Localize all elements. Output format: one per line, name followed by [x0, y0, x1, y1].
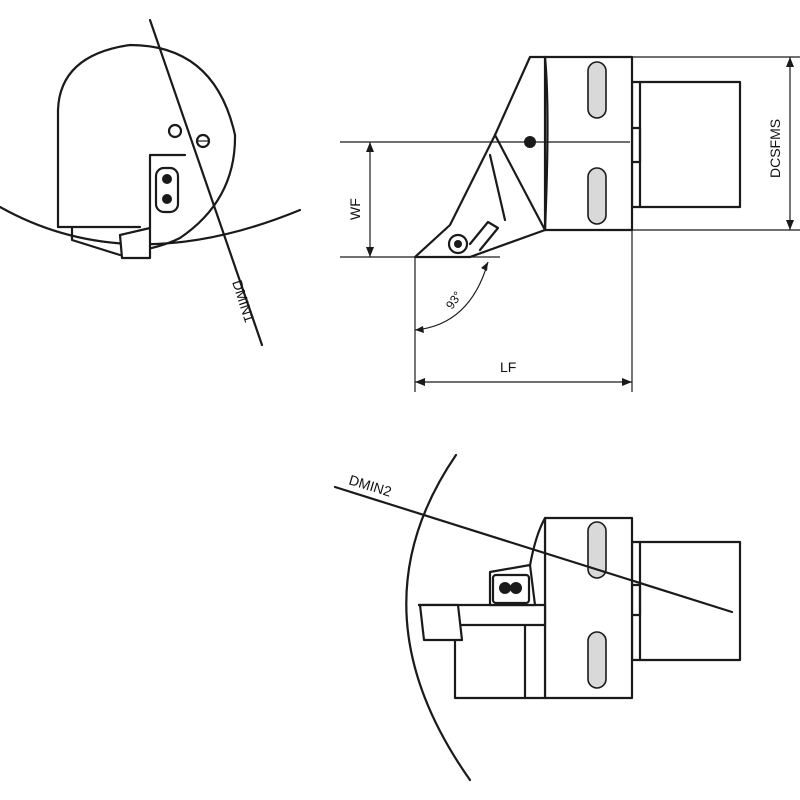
tool-base [56, 225, 142, 257]
angle-arc [414, 261, 489, 331]
lf-label: LF [500, 359, 516, 375]
wf-label: WF [347, 198, 363, 220]
insert-screw-center [454, 240, 462, 248]
arrowhead [415, 326, 424, 333]
clamp-screw-icon [510, 582, 522, 594]
cutting-insert [418, 603, 464, 642]
insert-seat [148, 153, 187, 230]
bore-arc-dmin2 [405, 453, 472, 782]
screw-icon [195, 133, 211, 149]
grip-slot [587, 631, 607, 689]
arrowhead [622, 378, 632, 386]
arm-edge-2 [488, 153, 507, 222]
shank-key [630, 583, 642, 617]
arm-edge [493, 133, 547, 232]
dmin1-label: DMIN1 [229, 278, 258, 325]
dmin2-line [333, 485, 734, 614]
tool-head-outline [56, 43, 237, 254]
clamp-screw-icon [162, 194, 172, 204]
cutting-insert [118, 226, 152, 260]
grip-slot [587, 167, 607, 225]
clamp-screw-icon [499, 582, 511, 594]
dcsfms-label: DCSFMS [767, 119, 783, 178]
shank-key [630, 126, 642, 164]
angle-label: 93° [443, 289, 465, 312]
arrowhead [415, 378, 425, 386]
arrowhead [366, 247, 374, 257]
view-main: DCSFMS WF LF 93° [340, 55, 800, 392]
clamp-screw-icon [162, 174, 172, 184]
dmin1-line [148, 18, 264, 347]
clamp-seat [491, 573, 531, 605]
grip-slot [587, 521, 607, 579]
arm-contour [543, 55, 549, 232]
dmin2-label: DMIN2 [347, 472, 394, 500]
arrowhead [786, 220, 794, 230]
shank [630, 540, 742, 662]
view-dmin2-detail: DMIN2 [333, 453, 742, 782]
tool-arm [413, 55, 547, 259]
shank [630, 80, 742, 209]
screw-icon [167, 123, 183, 139]
clamp-block [154, 166, 180, 214]
view-dmin1-detail: DMIN1 [0, 18, 302, 347]
arrowhead [366, 142, 374, 152]
grip-slot [587, 61, 607, 119]
clamp-pin [468, 220, 500, 252]
arrowhead [786, 57, 794, 67]
arrowhead [481, 262, 488, 271]
